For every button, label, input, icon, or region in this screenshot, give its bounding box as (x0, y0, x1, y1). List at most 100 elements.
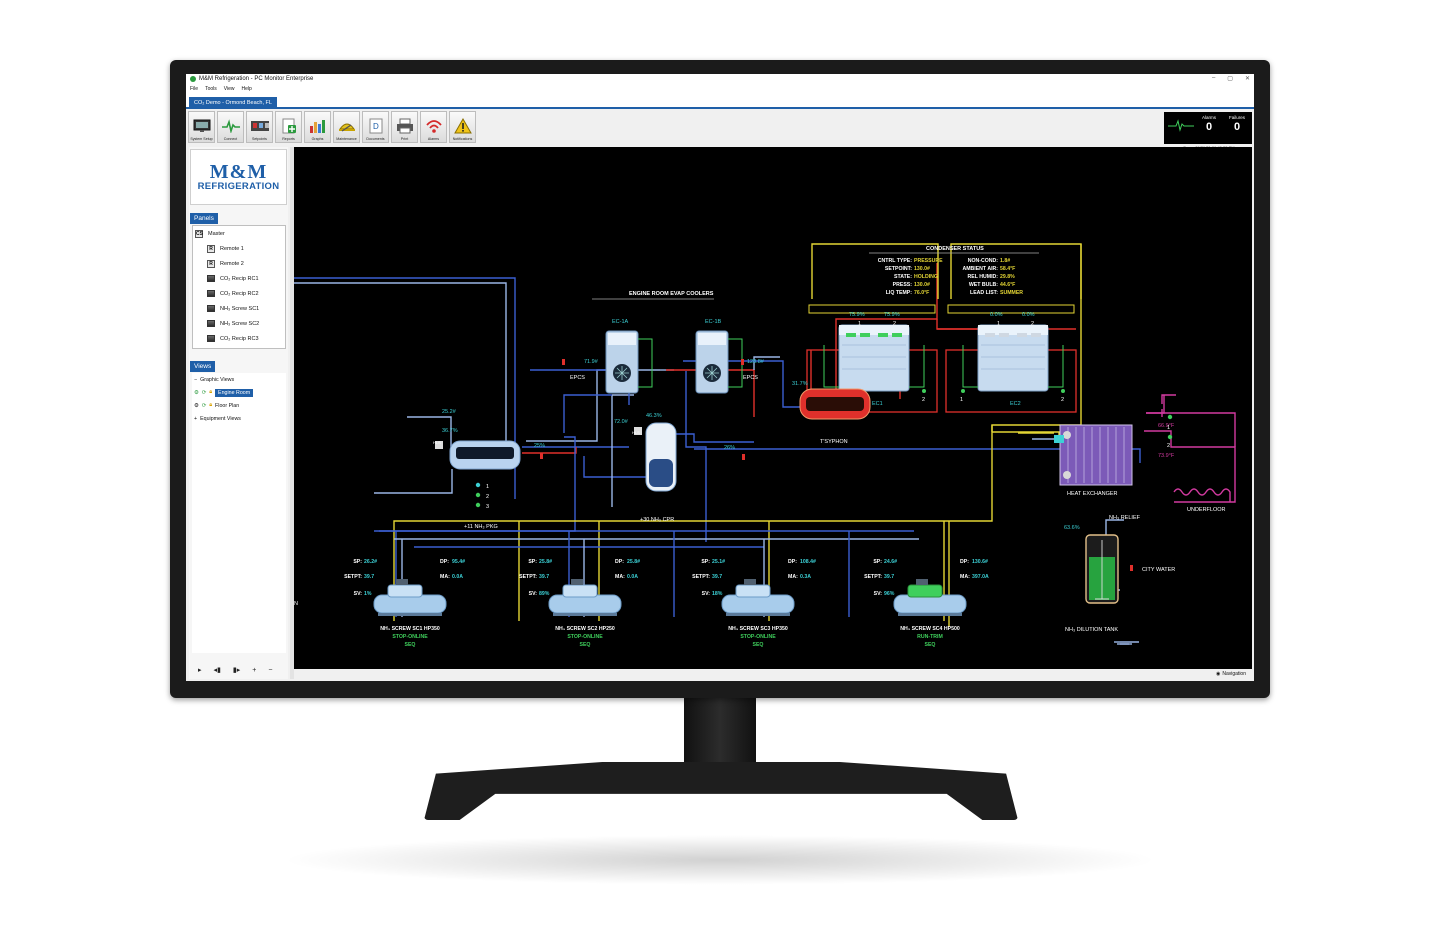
views-header: Views (190, 361, 216, 372)
compressor-sc1[interactable] (373, 579, 447, 616)
svg-text:66.9°F: 66.9°F (1158, 423, 1175, 429)
svg-text:108.4#: 108.4# (800, 559, 816, 565)
svg-text:STATE:: STATE: (894, 274, 912, 280)
menu-help[interactable]: Help (241, 85, 252, 92)
panel-item-nh3-screw-sc2[interactable]: NH₃ Screw SC2 (193, 316, 285, 331)
toolbar-label: Setpoints (252, 137, 267, 141)
svg-text:NON-COND:: NON-COND: (968, 258, 999, 264)
setpoints-button[interactable]: Setpoints (246, 111, 273, 143)
notifications-button[interactable]: Notifications (449, 111, 476, 143)
svg-text:0.0A: 0.0A (627, 574, 638, 580)
next-button[interactable]: ▮▸ (232, 667, 241, 674)
panels-header: Panels (190, 213, 218, 224)
prev-button[interactable]: ◂▮ (213, 667, 221, 674)
svg-text:+30 NH₃ CPR: +30 NH₃ CPR (640, 517, 674, 523)
cpr-valve-icon[interactable] (742, 454, 745, 460)
menu-tools[interactable]: Tools (205, 85, 217, 92)
maximize-button[interactable]: ▢ (1227, 76, 1233, 82)
graphs-button[interactable]: Graphs (304, 111, 331, 143)
ec1b-label: EC-1B (705, 319, 722, 325)
menu-view[interactable]: View (223, 85, 235, 92)
svg-text:+11 NH₃ PKG: +11 NH₃ PKG (464, 524, 498, 530)
svg-text:HLS: HLS (632, 430, 640, 435)
compressor-sc3[interactable] (721, 579, 795, 616)
toolbar-label: Reports (282, 137, 295, 141)
svg-text:25.8#: 25.8# (539, 559, 552, 565)
svg-text:0.0%: 0.0% (1022, 312, 1035, 318)
navigation-button[interactable]: ◉ Navigation (1215, 671, 1246, 677)
heat-exchanger[interactable] (1054, 424, 1133, 486)
epcs-left-valve-icon[interactable] (562, 359, 565, 365)
print-button[interactable]: Print (391, 111, 418, 143)
svg-text:SP:: SP: (528, 559, 537, 565)
svg-text:76.0°F: 76.0°F (914, 290, 929, 296)
alarms-button[interactable]: Alarms (420, 111, 447, 143)
engine-room-graphic: ENGINE ROOM EVAP COOLERS EC-1A EC-1B (294, 147, 1252, 669)
documents-button[interactable]: D Documents (362, 111, 389, 143)
svg-text:NH₃ SCREW SC1 HP350: NH₃ SCREW SC1 HP350 (380, 626, 440, 632)
pane-splitter[interactable] (290, 147, 294, 679)
pkg-vessel[interactable] (435, 440, 521, 470)
compressor-sc4[interactable] (893, 579, 967, 616)
svg-text:DP:: DP: (960, 559, 969, 565)
panel-item-co2-recip-rc1[interactable]: CO₂ Recip RC1 (193, 271, 285, 286)
svg-text:DP:: DP: (440, 559, 449, 565)
menu-file[interactable]: File (190, 85, 199, 92)
hardhat-icon (338, 118, 356, 134)
tree-engine-room[interactable]: ⚙⟳🔒︎Engine Room (192, 386, 286, 399)
condenser-ec2[interactable] (945, 304, 1077, 413)
toolbar-label: Connect (223, 137, 238, 141)
svg-text:63.6%: 63.6% (1064, 525, 1080, 531)
tsyphon-receiver[interactable] (799, 388, 871, 420)
svg-text:UNDERFLOOR: UNDERFLOOR (1187, 507, 1226, 513)
svg-text:26.2#: 26.2# (364, 559, 377, 565)
svg-text:N: N (294, 601, 298, 607)
svg-text:SP:: SP: (873, 559, 882, 565)
svg-text:SUMMER: SUMMER (1000, 290, 1023, 296)
svg-text:1: 1 (1167, 425, 1170, 431)
app-window: M&M Refrigeration - PC Monitor Enterpris… (186, 74, 1254, 681)
svg-text:72.0#: 72.0# (614, 419, 629, 425)
svg-text:PRESSURE: PRESSURE (914, 258, 943, 264)
svg-text:LIQ TEMP:: LIQ TEMP: (886, 290, 912, 296)
status-bar: ◉ Navigation (294, 669, 1252, 681)
city-water-valve-icon[interactable] (1130, 565, 1133, 571)
tree-graphic-views[interactable]: −Graphic Views (194, 376, 235, 383)
panel-item-co2-recip-rc2[interactable]: CO₂ Recip RC2 (193, 286, 285, 301)
svg-text:SV:: SV: (354, 591, 363, 597)
cpr-vessel[interactable] (634, 422, 677, 492)
dilution-tank[interactable] (1085, 534, 1119, 604)
zoom-in-button[interactable]: + (252, 666, 257, 674)
pkg-valve-icon[interactable] (540, 453, 543, 459)
panel-item-nh3-screw-sc1[interactable]: NH₃ Screw SC1 (193, 301, 285, 316)
zoom-out-button[interactable]: − (268, 666, 273, 674)
maintenance-button[interactable]: Maintenance (333, 111, 360, 143)
svg-text:SV:: SV: (702, 591, 711, 597)
svg-text:130.0#: 130.0# (914, 282, 930, 288)
connect-button[interactable]: Connect (217, 111, 244, 143)
zoom-nav-controls: ▸ ◂▮ ▮▸ + − (192, 663, 286, 677)
evap-cooler-ec1b[interactable] (695, 330, 743, 394)
system-setup-button[interactable]: System Setup (188, 111, 215, 143)
compressor-sc2[interactable] (548, 579, 622, 616)
svg-text:MA:: MA: (960, 574, 970, 580)
condenser-title: CONDENSER STATUS (926, 246, 984, 252)
condenser-ec1[interactable] (806, 304, 938, 413)
reports-button[interactable]: Reports (275, 111, 302, 143)
site-tab[interactable]: CO₂ Demo - Ormond Beach, FL (189, 97, 277, 109)
tree-floor-plan[interactable]: ⚙⟳🔒︎Floor Plan (194, 402, 240, 409)
toolbar-label: Documents (366, 137, 385, 141)
evap-cooler-ec1a[interactable] (605, 330, 653, 394)
close-button[interactable]: ✕ (1244, 76, 1250, 82)
play-button[interactable]: ▸ (198, 667, 202, 674)
minimize-button[interactable]: – (1211, 75, 1216, 81)
epcs-right-valve-icon[interactable] (741, 359, 744, 365)
tree-equipment-views[interactable]: +Equipment Views (194, 415, 241, 422)
svg-text:25.2#: 25.2# (442, 409, 457, 415)
svg-text:NH₃ RELIEF: NH₃ RELIEF (1109, 515, 1141, 521)
panel-item-co2-recip-rc3[interactable]: CO₂ Recip RC3 (193, 331, 285, 346)
